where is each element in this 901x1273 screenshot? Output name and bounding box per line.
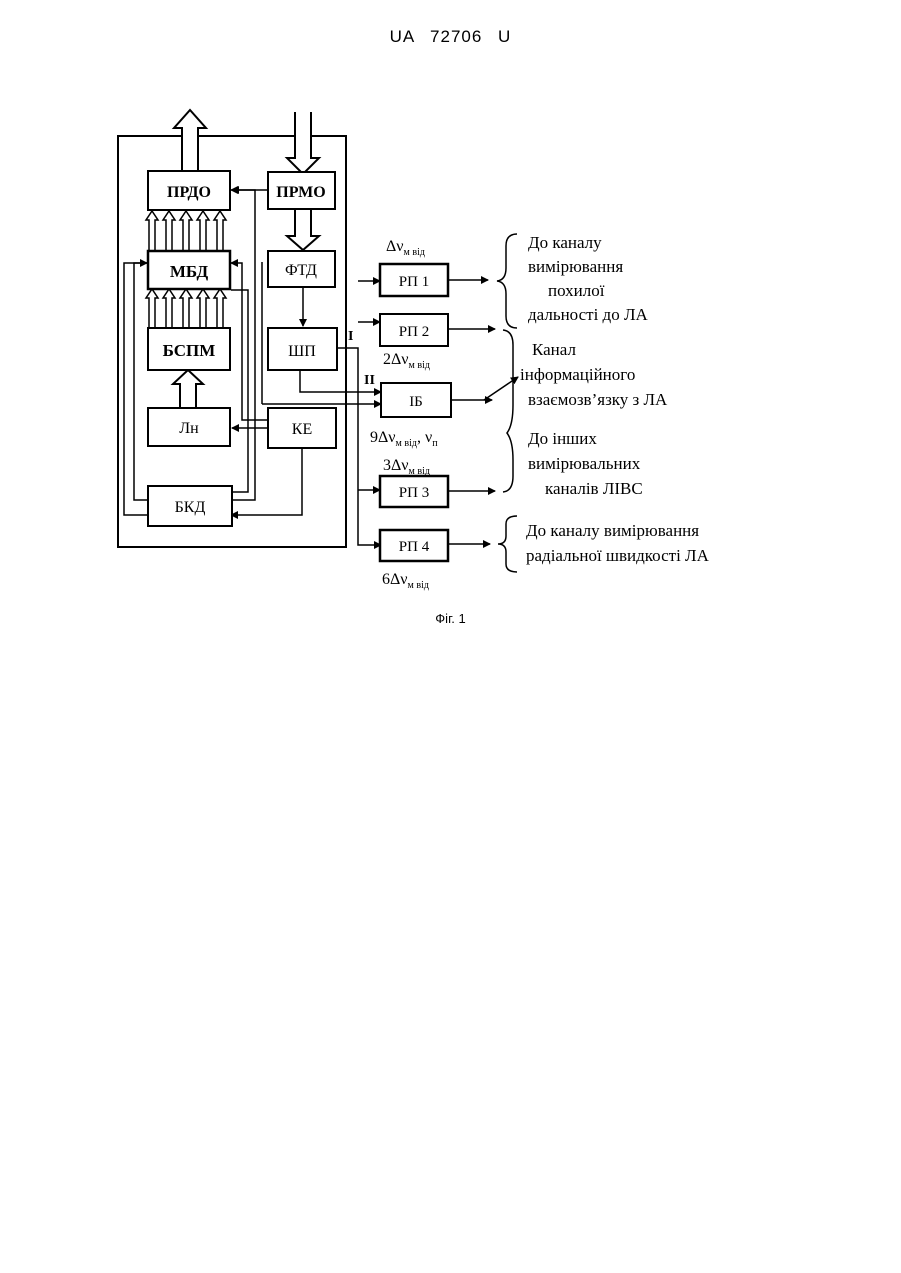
bus-bspm-mbd — [146, 289, 226, 328]
prdo-block: ПРДО — [148, 171, 230, 210]
shp-label: ШП — [288, 343, 316, 360]
ib-frequency: 9Δνм від, νп — [370, 429, 438, 449]
rp4-frequency: 6Δνм від — [382, 571, 429, 591]
svg-text:вимірювання: вимірювання — [528, 257, 623, 276]
svg-text:дальності до ЛА: дальності до ЛА — [528, 305, 648, 324]
svg-text:Канал: Канал — [532, 340, 576, 359]
destination-radial-velocity: До каналу вимірювання радіальної швидкос… — [526, 521, 710, 565]
svg-text:вимірювальних: вимірювальних — [528, 454, 641, 473]
prmo-label: ПРМО — [276, 184, 325, 201]
svg-text:радіальної швидкості ЛА: радіальної швидкості ЛА — [526, 546, 710, 565]
rp3-block: РП 3 — [380, 476, 448, 507]
ftd-block: ФТД — [268, 251, 335, 287]
ib-label: ІБ — [409, 394, 423, 410]
rp2-label: РП 2 — [399, 324, 429, 340]
bspm-label: БСПМ — [163, 341, 216, 360]
bkd-block: БКД — [148, 486, 232, 526]
output-i-label: I — [348, 329, 353, 344]
rp4-label: РП 4 — [399, 539, 430, 555]
ftd-label: ФТД — [285, 262, 317, 279]
mbd-label: МБД — [170, 262, 209, 281]
rp3-label: РП 3 — [399, 485, 429, 501]
ln-label: Лн — [179, 420, 199, 437]
destination-info-link: Канал інформаційного взаємозв’язку з ЛА — [520, 340, 668, 409]
svg-text:каналів ЛІВС: каналів ЛІВС — [545, 479, 643, 498]
ke-block: КЕ — [268, 408, 336, 448]
ln-block: Лн — [148, 408, 230, 446]
svg-text:похилої: похилої — [548, 281, 605, 300]
output-hollow-arrow — [174, 110, 206, 172]
rp1-frequency: Δνм від — [386, 238, 425, 258]
ln-bspm-hollow-arrow — [173, 370, 203, 408]
rp4-block: РП 4 — [380, 530, 448, 561]
prdo-label: ПРДО — [167, 184, 211, 201]
rp1-block: РП 1 — [380, 264, 448, 296]
rp1-label: РП 1 — [399, 274, 429, 290]
svg-text:взаємозв’язку з ЛА: взаємозв’язку з ЛА — [528, 390, 668, 409]
figure-caption: Фіг. 1 — [0, 611, 901, 626]
mbd-block: МБД — [148, 251, 230, 289]
svg-text:До каналу: До каналу — [528, 233, 602, 252]
destination-other-channels: До інших вимірювальних каналів ЛІВС — [528, 429, 643, 498]
svg-text:До каналу вимірювання: До каналу вимірювання — [526, 521, 699, 540]
rp2-frequency: 2Δνм від — [383, 351, 430, 371]
shp-block: ШП — [268, 328, 337, 370]
prmo-ftd-hollow-arrow — [287, 210, 319, 250]
bus-mbd-prdo — [146, 211, 226, 252]
rp2-block: РП 2 — [380, 314, 448, 346]
bspm-block: БСПМ — [148, 328, 230, 370]
bkd-label: БКД — [175, 499, 206, 516]
input-hollow-arrow — [287, 112, 319, 174]
svg-text:До інших: До інших — [528, 429, 597, 448]
destination-range: До каналу вимірювання похилої дальності … — [528, 233, 648, 324]
rp3-frequency: 3Δνм від — [383, 457, 430, 477]
ke-label: КЕ — [292, 421, 312, 438]
braces — [497, 234, 517, 572]
ib-block: ІБ — [381, 383, 451, 417]
svg-text:інформаційного: інформаційного — [520, 365, 635, 384]
output-ii-label: II — [364, 373, 375, 388]
prmo-block: ПРМО — [268, 172, 335, 209]
